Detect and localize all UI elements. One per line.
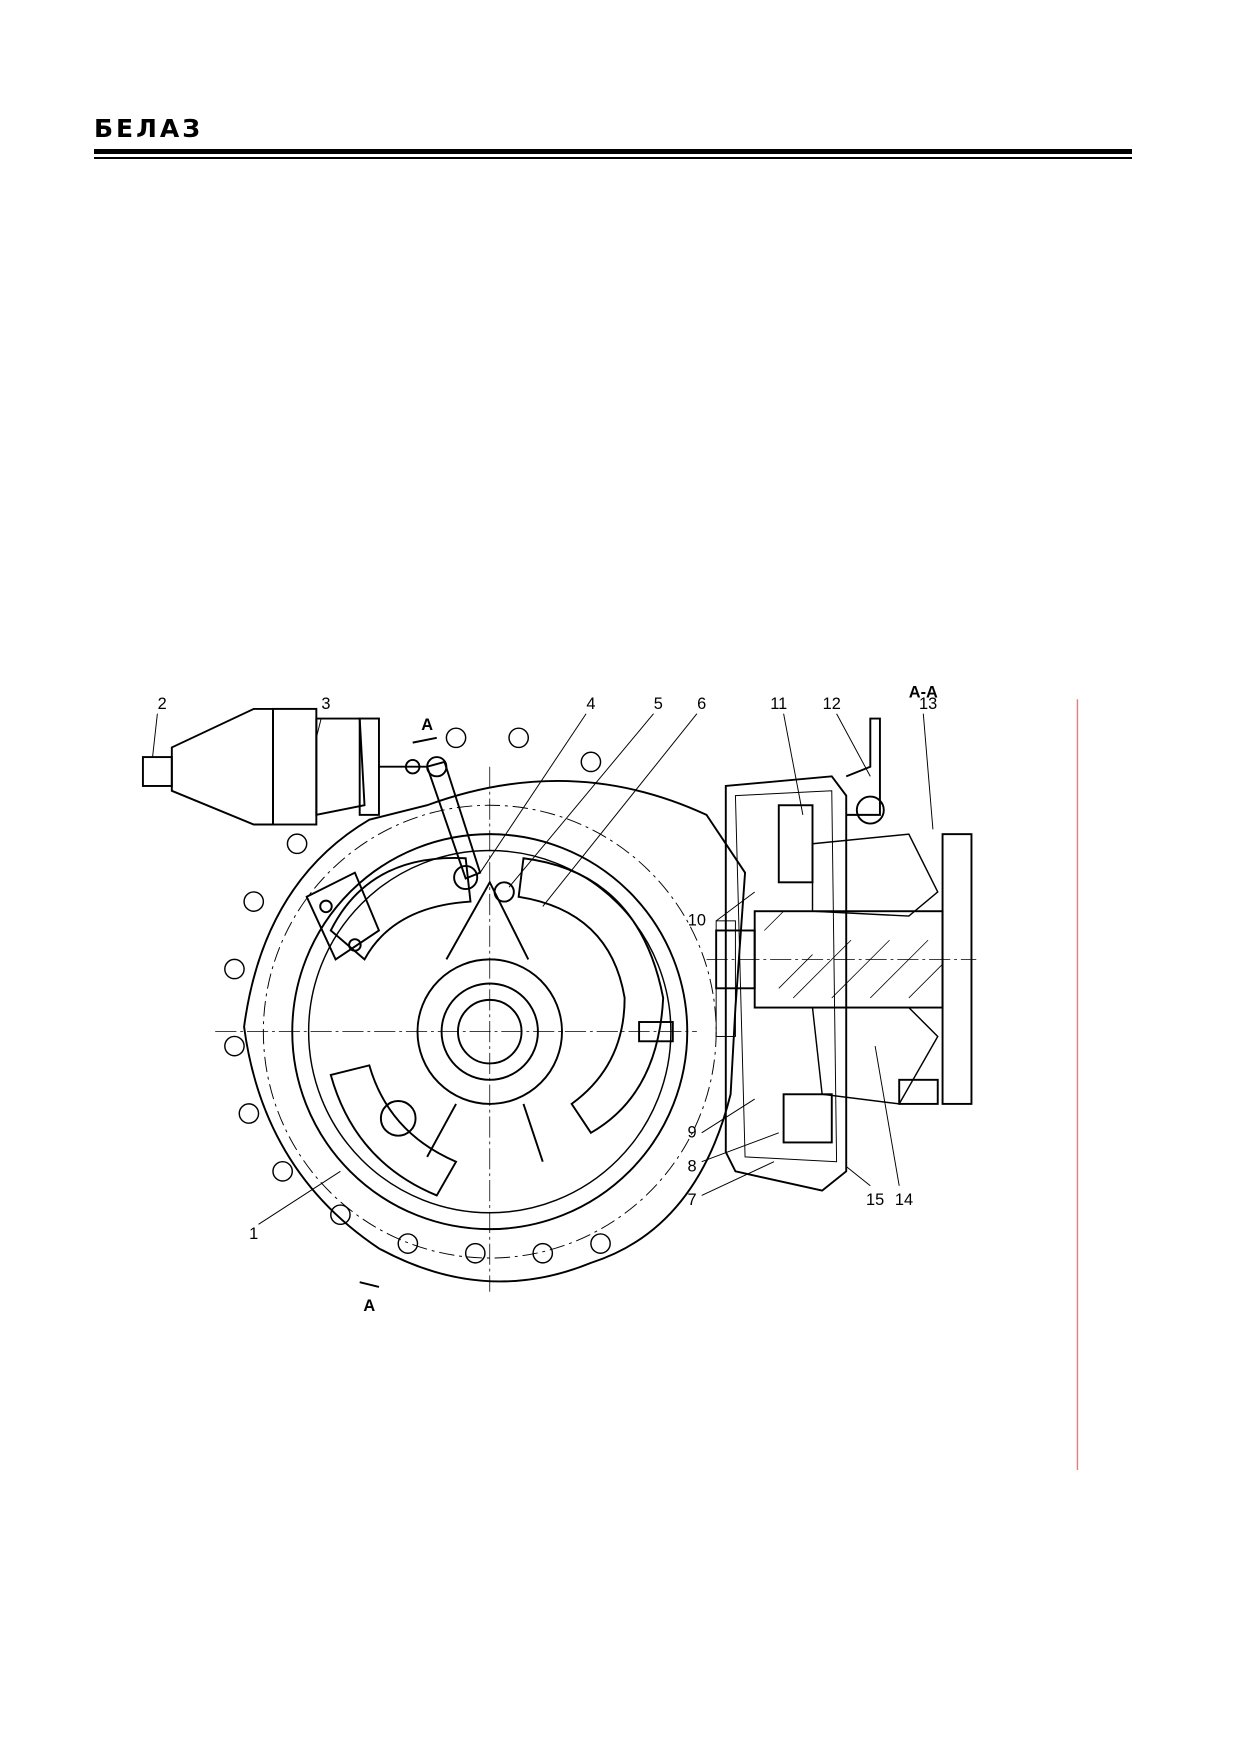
brake-shoe-upper: [329, 856, 472, 961]
leader-lines: [152, 713, 698, 1225]
callout-12: 12: [823, 695, 841, 713]
callout-15: 15: [866, 1191, 884, 1209]
section-title: А-А: [909, 683, 938, 701]
spoke-lower: [426, 1103, 544, 1163]
section-housing: [724, 775, 848, 1192]
spoke-upper: [445, 880, 530, 960]
brake-chamber: [170, 707, 274, 826]
cut-mark-top: А: [421, 716, 433, 734]
anchor-pin: [379, 1100, 417, 1137]
chamber-nut: [141, 756, 173, 787]
adjuster-plate: [305, 871, 381, 961]
brake-shoe-right: [517, 857, 665, 1135]
cut-mark-bottom: А: [363, 1297, 375, 1315]
callout-10: 10: [688, 912, 706, 930]
belaz-logo: БЕЛАЗ: [94, 114, 204, 143]
section-leader-lines: [701, 713, 934, 1196]
flange-bolts: [224, 727, 611, 1264]
callout-3: 3: [321, 695, 330, 713]
section-view: [701, 699, 1079, 1470]
section-shoe: [777, 804, 814, 884]
front-view: [141, 707, 747, 1292]
header-rule-thin: [94, 157, 1132, 159]
drawing-svg: А-А А А 1 2 3 4 5 6 7 8 9 10 11 12 13 14…: [141, 683, 1079, 1470]
section-cam: [782, 1093, 833, 1144]
callout-13: 13: [919, 695, 937, 713]
callout-6: 6: [697, 695, 706, 713]
callout-8: 8: [688, 1157, 697, 1175]
header-rule-thick: [94, 149, 1132, 154]
callout-14: 14: [895, 1191, 913, 1209]
callout-7: 7: [688, 1191, 697, 1209]
section-bearing: [855, 795, 885, 825]
brake-mechanism-drawing: А-А А А 1 2 3 4 5 6 7 8 9 10 11 12 13 14…: [120, 680, 1110, 1470]
callout-11: 11: [770, 695, 787, 713]
flange-outline: [243, 780, 747, 1283]
section-lever: [845, 717, 881, 816]
callout-1: 1: [249, 1225, 258, 1243]
callout-2: 2: [158, 695, 167, 713]
callout-9: 9: [688, 1124, 697, 1142]
brake-shoe-lower: [329, 1064, 458, 1197]
callout-4: 4: [586, 695, 595, 713]
section-hub: [941, 833, 973, 1105]
cam-lever: [425, 760, 482, 880]
roller-pivot: [493, 881, 515, 903]
callout-5: 5: [654, 695, 663, 713]
cam-pivot: [453, 864, 479, 891]
